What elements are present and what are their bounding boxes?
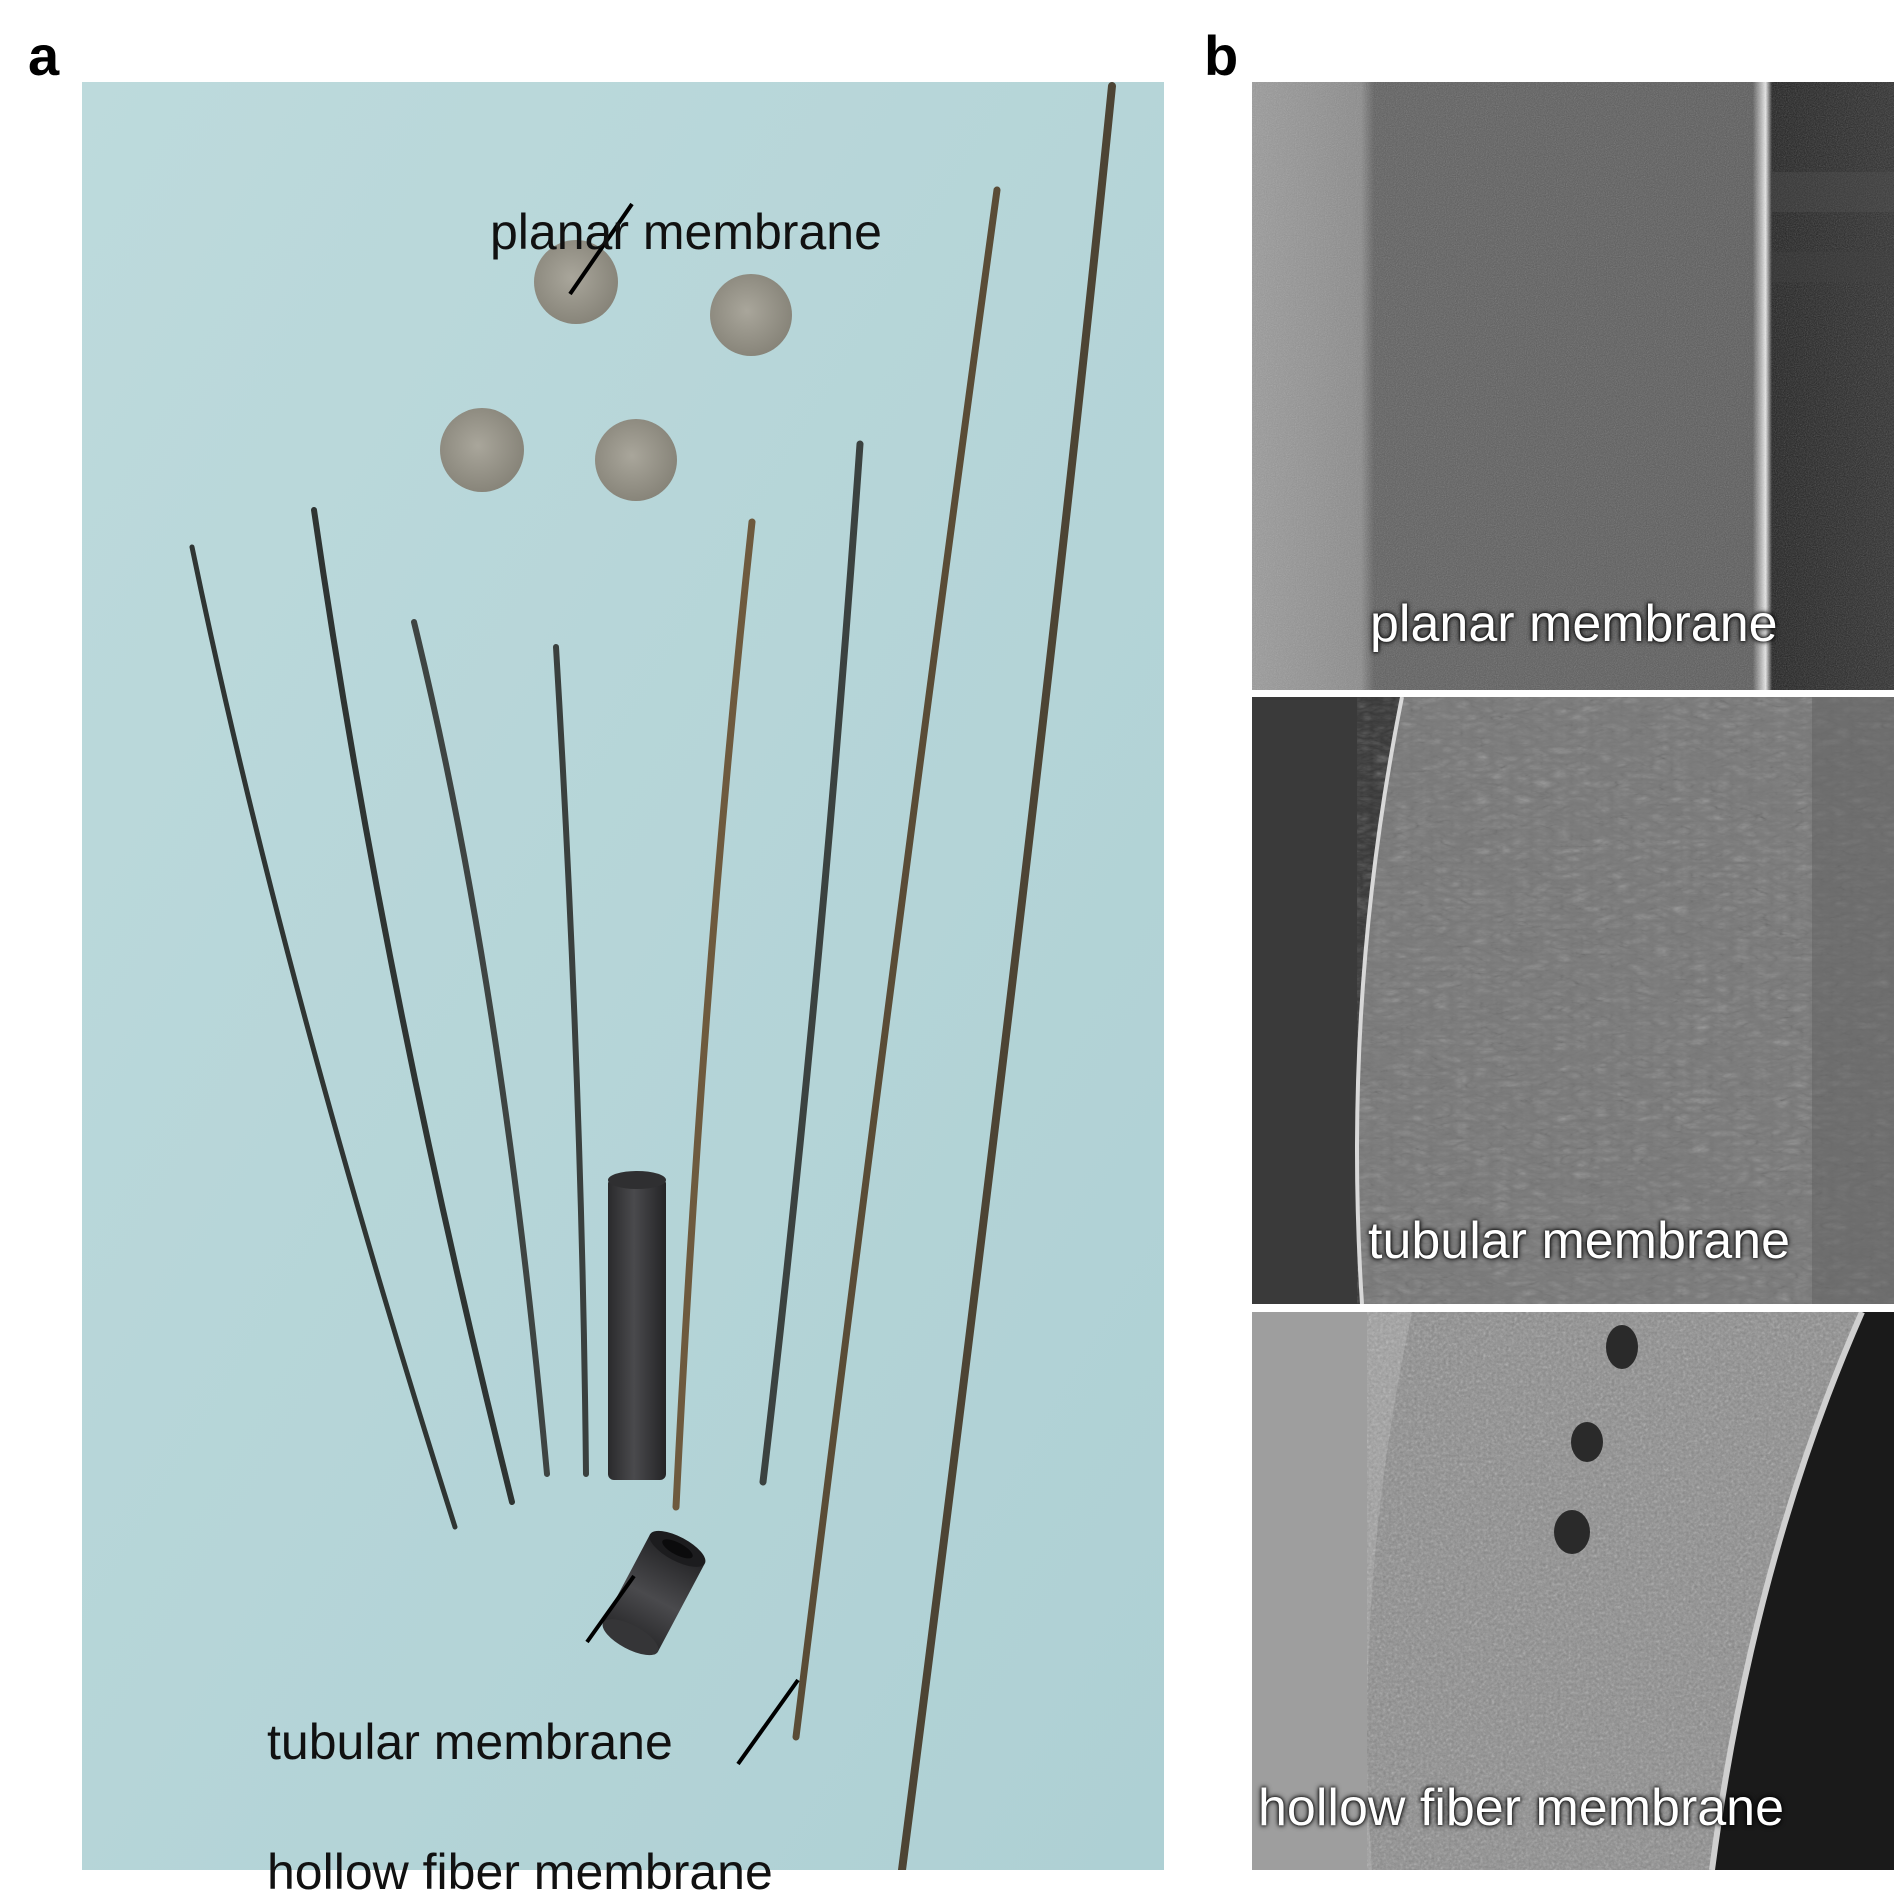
fiber [792, 186, 1001, 1741]
sem-image-planar: planar membrane [1252, 82, 1894, 690]
photo-background [82, 82, 1164, 1870]
planar-disc [595, 419, 677, 501]
fiber [311, 507, 515, 1505]
photo-label-hollow: hollow fiber membrane [267, 1844, 773, 1900]
planar-pointer-line [568, 202, 634, 296]
panel-b-letter: b [1204, 24, 1239, 87]
planar-disc [440, 408, 524, 492]
fiber [189, 544, 458, 1530]
tubular-long [608, 1178, 666, 1480]
membrane-photo: planar membrane tubular membrane hollow … [82, 82, 1164, 1897]
sem-image-tubular: tubular membrane [1252, 697, 1894, 1304]
tubular-pointer-line [585, 1574, 636, 1644]
sem-image-hollow-fiber: hollow fiber membrane [1252, 1312, 1894, 1870]
fiber [672, 518, 756, 1511]
photo-label-tubular: tubular membrane [267, 1714, 673, 1770]
hollow-pointer-line [736, 1678, 800, 1766]
sem-label-tubular: tubular membrane [1368, 1212, 1790, 1270]
fiber [553, 644, 589, 1477]
tubular-short [602, 1530, 706, 1656]
panel-a-letter: a [28, 24, 60, 87]
fiber [759, 440, 864, 1486]
fiber [898, 82, 1116, 1874]
sem-label-planar: planar membrane [1370, 595, 1778, 653]
photo-label-planar: planar membrane [490, 204, 882, 260]
sem-label-hollow-fiber: hollow fiber membrane [1258, 1779, 1785, 1837]
planar-disc [710, 274, 792, 356]
tubular-long-top [608, 1171, 666, 1189]
fiber [411, 619, 550, 1477]
